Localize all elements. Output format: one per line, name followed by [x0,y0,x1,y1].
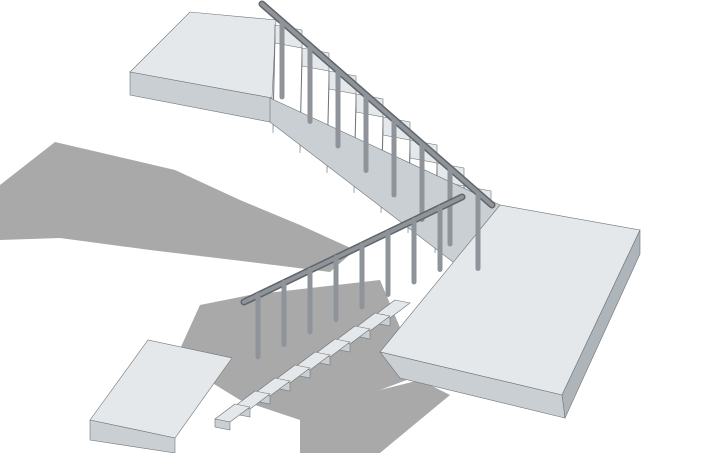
middle-landing-front [379,351,566,419]
lower-stair-flight [214,299,411,431]
upper-handrail-highlight [260,2,494,207]
bottom-landing [89,339,233,453]
upper-landing [129,11,277,123]
landing-shadow [300,380,450,453]
middle-landing [379,204,641,420]
lower-step-riser [214,418,231,431]
cast-shadows [0,142,450,453]
handrails [240,0,496,360]
floor-shadow [0,142,355,272]
under-stair-shadow [175,280,420,420]
bottom-landing-front [89,419,176,453]
bottom-landing-top [89,339,233,439]
lower-handrail-highlight [242,195,464,304]
